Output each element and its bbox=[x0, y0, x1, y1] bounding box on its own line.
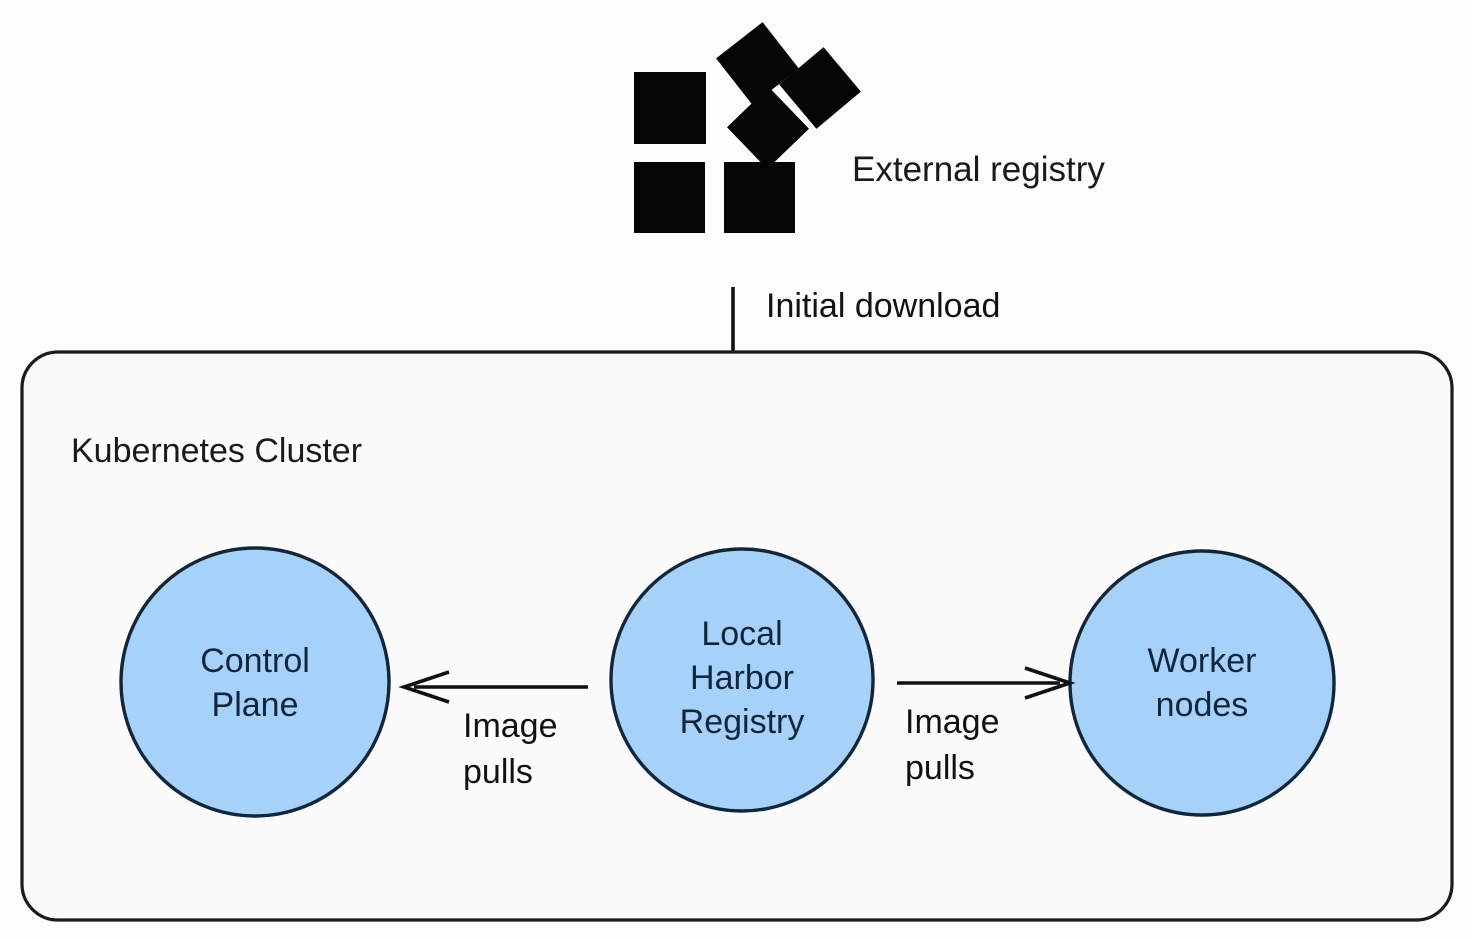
local-harbor-registry-circle[interactable] bbox=[609, 547, 875, 813]
external-registry-icon bbox=[634, 22, 861, 233]
worker-nodes-label-line-2: nodes bbox=[1156, 686, 1249, 724]
local-harbor-registry-label-line-2: Harbor bbox=[690, 659, 794, 697]
registry-diamond-upper bbox=[716, 22, 799, 105]
control-plane-label-line-2: Plane bbox=[212, 686, 299, 724]
node-control-plane[interactable]: Control Plane bbox=[119, 546, 391, 818]
edge-image-pulls-control-plane bbox=[398, 670, 588, 704]
kubernetes-cluster-label: Kubernetes Cluster bbox=[71, 432, 362, 470]
registry-square-bottom-right bbox=[724, 162, 795, 233]
image-pulls-right-label-line-2: pulls bbox=[905, 749, 975, 787]
worker-nodes-circle[interactable] bbox=[1068, 549, 1336, 817]
local-harbor-registry-label-line-3: Registry bbox=[680, 703, 805, 741]
image-pulls-left-arrowhead bbox=[398, 670, 450, 704]
node-local-harbor-registry[interactable]: Local Harbor Registry bbox=[609, 547, 875, 813]
image-pulls-right-arrowhead bbox=[1024, 666, 1076, 700]
image-pulls-left-label-line-2: pulls bbox=[463, 753, 533, 791]
worker-nodes-label-line-1: Worker bbox=[1148, 642, 1257, 680]
external-registry-label: External registry bbox=[852, 150, 1105, 189]
control-plane-label-line-1: Control bbox=[200, 642, 310, 680]
image-pulls-left-label-line-1: Image bbox=[463, 707, 558, 745]
node-worker-nodes[interactable]: Worker nodes bbox=[1068, 549, 1336, 817]
registry-diamond-right bbox=[779, 47, 861, 129]
local-harbor-registry-label-line-1: Local bbox=[701, 615, 782, 653]
registry-square-top-left bbox=[634, 72, 706, 144]
image-pulls-right-label-line-1: Image bbox=[905, 703, 1000, 741]
control-plane-circle[interactable] bbox=[119, 546, 391, 818]
edge-image-pulls-worker-nodes bbox=[897, 666, 1076, 700]
registry-diamond-lower bbox=[726, 86, 810, 170]
initial-download-label: Initial download bbox=[766, 287, 1000, 325]
registry-square-bottom-left bbox=[634, 162, 705, 233]
